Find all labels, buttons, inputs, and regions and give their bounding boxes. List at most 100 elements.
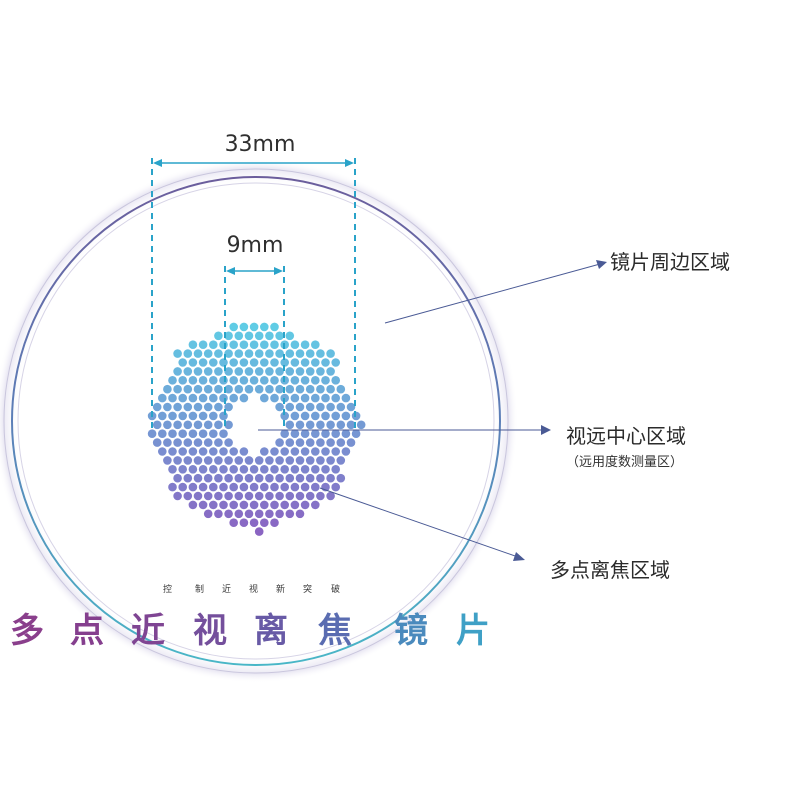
defocus-dot	[305, 367, 315, 376]
defocus-dot	[214, 491, 223, 501]
callout-center-sub: （远用度数测量区）	[566, 454, 683, 470]
title-char: 镜	[394, 611, 428, 651]
defocus-dot	[152, 438, 162, 447]
defocus-dot	[244, 367, 254, 376]
title-char: 多	[10, 611, 44, 651]
defocus-dot	[290, 376, 300, 385]
defocus-dot	[254, 349, 264, 358]
defocus-dot	[198, 482, 208, 492]
defocus-dot	[173, 384, 182, 394]
defocus-dot	[173, 367, 182, 376]
defocus-dot	[285, 349, 295, 358]
defocus-dot	[321, 358, 330, 367]
defocus-dot	[331, 393, 341, 403]
defocus-dot	[265, 384, 274, 394]
defocus-dot	[224, 384, 233, 394]
defocus-dot	[147, 429, 157, 439]
defocus-dot	[203, 420, 213, 430]
defocus-dot	[209, 340, 218, 350]
defocus-dot	[321, 429, 330, 439]
defocus-dot	[214, 509, 223, 519]
defocus-dot	[331, 429, 341, 439]
defocus-dot	[203, 367, 213, 376]
defocus-dot	[295, 456, 305, 465]
defocus-dot	[244, 491, 254, 501]
defocus-dot	[178, 447, 187, 456]
defocus-dot	[265, 473, 274, 483]
defocus-dot	[336, 473, 346, 483]
defocus-dot	[249, 465, 259, 474]
defocus-dot	[331, 465, 341, 474]
defocus-dot	[285, 367, 295, 376]
defocus-dot	[203, 349, 213, 358]
defocus-dot	[214, 384, 223, 394]
defocus-dot	[311, 393, 320, 403]
defocus-dot	[326, 349, 335, 358]
defocus-dot	[346, 402, 356, 412]
pointer-defocus	[319, 487, 519, 558]
defocus-dot	[158, 393, 167, 403]
defocus-dot	[316, 367, 325, 376]
defocus-dot	[305, 402, 315, 412]
defocus-dot	[300, 482, 310, 492]
defocus-dot	[260, 518, 269, 527]
defocus-dot	[260, 393, 269, 403]
defocus-dot	[285, 456, 295, 465]
defocus-dot	[239, 482, 249, 492]
title-char: 离	[254, 611, 288, 651]
defocus-dot	[214, 420, 223, 430]
defocus-dot	[300, 447, 310, 456]
defocus-dot	[224, 491, 233, 501]
defocus-dot	[316, 473, 325, 483]
defocus-dot	[229, 500, 238, 510]
defocus-dot	[270, 482, 279, 492]
defocus-dot	[188, 411, 198, 421]
defocus-dot	[295, 384, 305, 394]
defocus-dot	[183, 402, 193, 412]
defocus-dot	[178, 411, 187, 421]
defocus-dot	[260, 340, 269, 350]
defocus-dot	[173, 420, 182, 430]
defocus-dot	[265, 349, 274, 358]
defocus-dot	[168, 393, 177, 403]
defocus-dot	[285, 420, 295, 430]
defocus-dot	[331, 482, 341, 492]
defocus-dot	[214, 331, 223, 341]
defocus-dot	[316, 349, 325, 358]
defocus-dot	[285, 438, 295, 447]
defocus-dot	[188, 340, 198, 350]
defocus-dot	[311, 482, 320, 492]
defocus-dot	[290, 465, 300, 474]
defocus-dot	[193, 491, 203, 501]
defocus-dot	[178, 393, 187, 403]
defocus-dot	[188, 482, 198, 492]
tagline-char: 破	[331, 583, 340, 595]
title-char: 视	[193, 611, 227, 651]
defocus-dot	[224, 331, 233, 341]
defocus-dot	[229, 393, 238, 403]
defocus-dot	[331, 376, 341, 385]
outer-arrowhead-right	[345, 159, 354, 167]
defocus-dot	[331, 447, 341, 456]
defocus-dot	[193, 473, 203, 483]
lens-rim	[11, 176, 501, 666]
defocus-dot	[290, 358, 300, 367]
defocus-dot	[341, 411, 351, 421]
defocus-dot	[229, 447, 238, 456]
defocus-dot	[198, 340, 208, 350]
defocus-dot	[219, 411, 228, 421]
defocus-dot	[300, 500, 310, 510]
defocus-dot	[260, 465, 269, 474]
defocus-dot	[290, 411, 300, 421]
defocus-dot	[275, 456, 284, 465]
defocus-dot	[173, 438, 182, 447]
defocus-dot	[214, 349, 223, 358]
defocus-dot	[265, 509, 274, 519]
defocus-dot	[193, 349, 203, 358]
defocus-dot	[229, 358, 238, 367]
defocus-dot	[219, 500, 228, 510]
defocus-dot	[198, 411, 208, 421]
defocus-dot	[244, 509, 254, 519]
defocus-dot	[188, 429, 198, 439]
defocus-dot	[285, 331, 295, 341]
